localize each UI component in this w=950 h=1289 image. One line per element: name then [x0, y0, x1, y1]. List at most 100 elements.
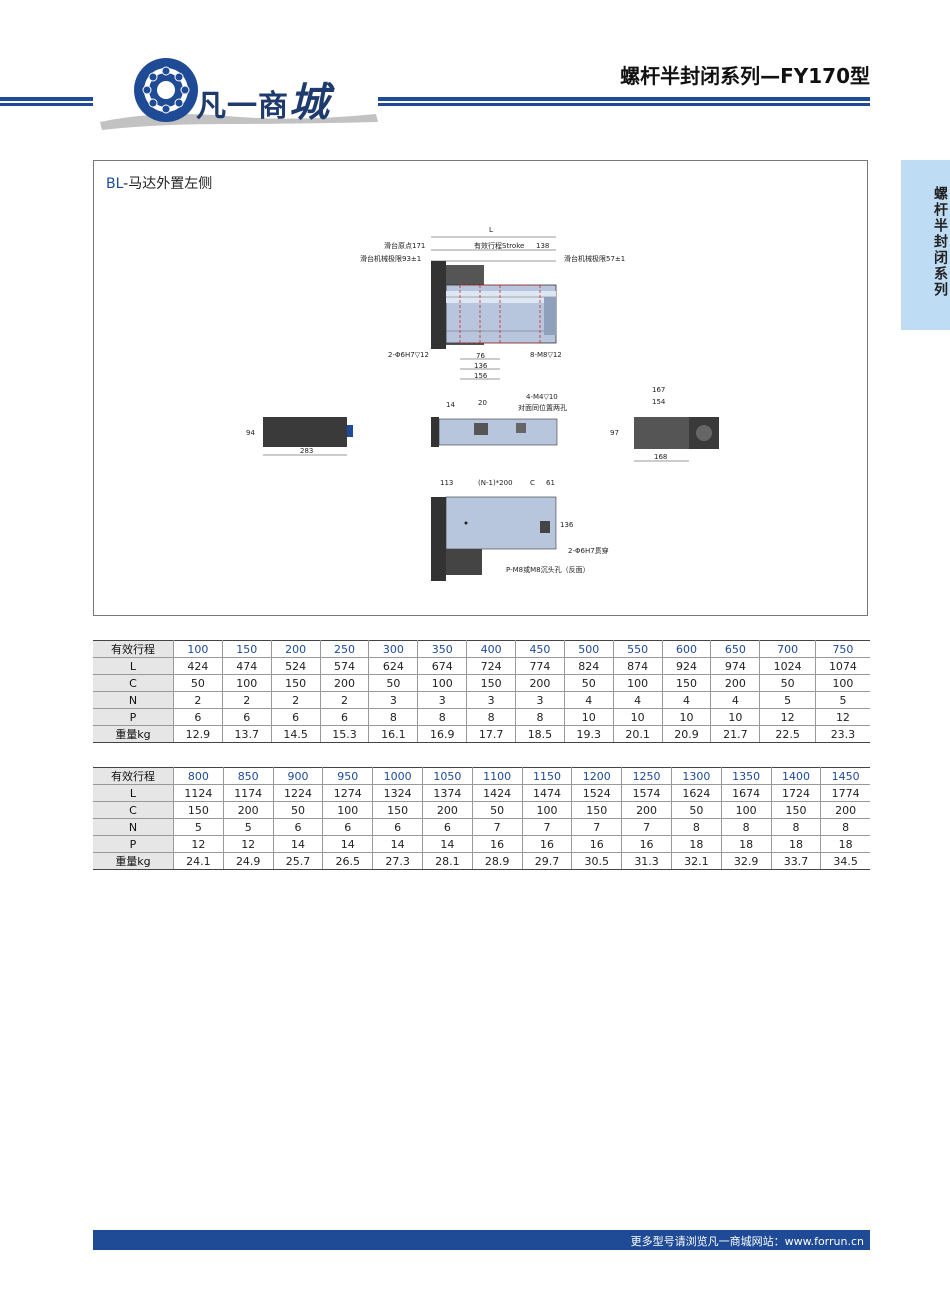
table-cell: 4 [710, 691, 761, 709]
caption-prefix: BL [106, 176, 124, 192]
table-cell: 3 [466, 691, 517, 709]
table-cell: 574 [320, 657, 370, 675]
end-view: 167 154 97 168 [610, 386, 719, 462]
table-cell: 524 [271, 657, 321, 675]
table-cell: 18 [721, 835, 772, 853]
table-cell: 424 [173, 657, 223, 675]
table-cell: 624 [368, 657, 419, 675]
table-cell: 14 [273, 835, 324, 853]
table-cell: 50 [173, 674, 223, 692]
header-bar-right-top [378, 97, 870, 101]
table-cell: 1774 [820, 784, 870, 802]
table-cell: 17.7 [466, 725, 517, 743]
table-cell: 18 [820, 835, 870, 853]
table-cell: 200 [621, 801, 672, 819]
table-cell: 16 [472, 835, 523, 853]
table-cell: 28.9 [472, 852, 523, 870]
table-cell: 8 [368, 708, 419, 726]
row-label: N [93, 691, 174, 709]
table-cell: 1024 [759, 657, 816, 675]
row-label: 有效行程 [93, 767, 174, 785]
table-cell: 18 [671, 835, 722, 853]
table-cell: 1450 [820, 767, 870, 785]
table-cell: 7 [571, 818, 623, 836]
table-cell: 150 [662, 674, 712, 692]
table-cell: 50 [671, 801, 722, 819]
table-cell: 27.3 [372, 852, 423, 870]
table-cell: 100 [522, 801, 573, 819]
top-view: L 滑台原点171 有效行程Stroke 138 滑台机械极限93±1 滑台机械… [360, 226, 625, 380]
table-cell: 32.1 [671, 852, 722, 870]
dim-136b: 136 [560, 521, 574, 529]
table-cell: 5 [173, 818, 224, 836]
table-cell: 724 [466, 657, 517, 675]
table-cell: 1250 [621, 767, 672, 785]
table-cell: 14 [422, 835, 473, 853]
table-cell: 350 [417, 640, 468, 658]
table-cell: 200 [820, 801, 870, 819]
table-cell: 16.1 [368, 725, 419, 743]
table-cell: 8 [417, 708, 468, 726]
table-cell: 24.1 [173, 852, 224, 870]
side-tab[interactable]: 螺杆半封闭系列 [901, 160, 950, 330]
table-cell: 200 [320, 674, 370, 692]
dim-76: 76 [476, 352, 485, 360]
motor-view: 283 94 [246, 417, 353, 456]
table-cell: 100 [613, 674, 663, 692]
table-cell: 850 [223, 767, 274, 785]
dim-mech-left: 滑台机械极限93±1 [360, 254, 421, 263]
dim-154: 154 [652, 398, 666, 406]
row-label: L [93, 657, 174, 675]
table-cell: 25.7 [273, 852, 324, 870]
table-cell: 7 [621, 818, 672, 836]
side-tab-label: 螺杆半封闭系列 [932, 186, 948, 298]
table-cell: 550 [613, 640, 663, 658]
table-cell: 29.7 [522, 852, 573, 870]
table-cell: 23.3 [815, 725, 870, 743]
dim-167: 167 [652, 386, 665, 394]
table-cell: 1400 [771, 767, 822, 785]
table-cell: 20.1 [613, 725, 663, 743]
table-cell: 100 [222, 674, 272, 692]
table-cell: 50 [273, 801, 324, 819]
table-cell: 800 [173, 767, 224, 785]
dim-L: L [489, 226, 493, 234]
brand-logo[interactable]: 凡一商城 [96, 52, 386, 134]
dim-113: 113 [440, 479, 453, 487]
table-cell: 21.7 [710, 725, 761, 743]
row-label: 有效行程 [93, 640, 174, 658]
dim-pitch: (N-1)*200 [478, 479, 513, 487]
table-cell: 26.5 [322, 852, 374, 870]
footer-link[interactable]: 更多型号请浏览凡一商城网站：www.forrun.cn [630, 1235, 864, 1248]
table-cell: 100 [417, 674, 468, 692]
table-cell: 2 [222, 691, 272, 709]
table-cell: 28.1 [422, 852, 473, 870]
table-cell: 200 [271, 640, 321, 658]
table-cell: 2 [271, 691, 321, 709]
header-bar-left-top [0, 97, 93, 101]
row-label: P [93, 708, 174, 726]
dim-mech-right: 滑台机械极限57±1 [564, 254, 625, 263]
table-cell: 1124 [173, 784, 224, 802]
table-cell: 12 [759, 708, 816, 726]
table-cell: 1724 [771, 784, 822, 802]
table-cell: 6 [222, 708, 272, 726]
table-cell: 150 [571, 801, 623, 819]
table-cell: 8 [721, 818, 772, 836]
dim-hole-6h7: 2-Φ6H7▽12 [388, 351, 429, 359]
technical-drawing: L 滑台原点171 有效行程Stroke 138 滑台机械极限93±1 滑台机械… [246, 226, 719, 581]
dim-283: 283 [300, 447, 313, 455]
dim-14: 14 [446, 401, 455, 409]
dim-156: 156 [474, 372, 488, 380]
table-cell: 2 [173, 691, 223, 709]
table-cell: 8 [515, 708, 565, 726]
bottom-view: 113 (N-1)*200 C 61 136 2-Φ6H7贯穿 P-M8或M8沉… [431, 479, 609, 581]
table-cell: 824 [564, 657, 614, 675]
